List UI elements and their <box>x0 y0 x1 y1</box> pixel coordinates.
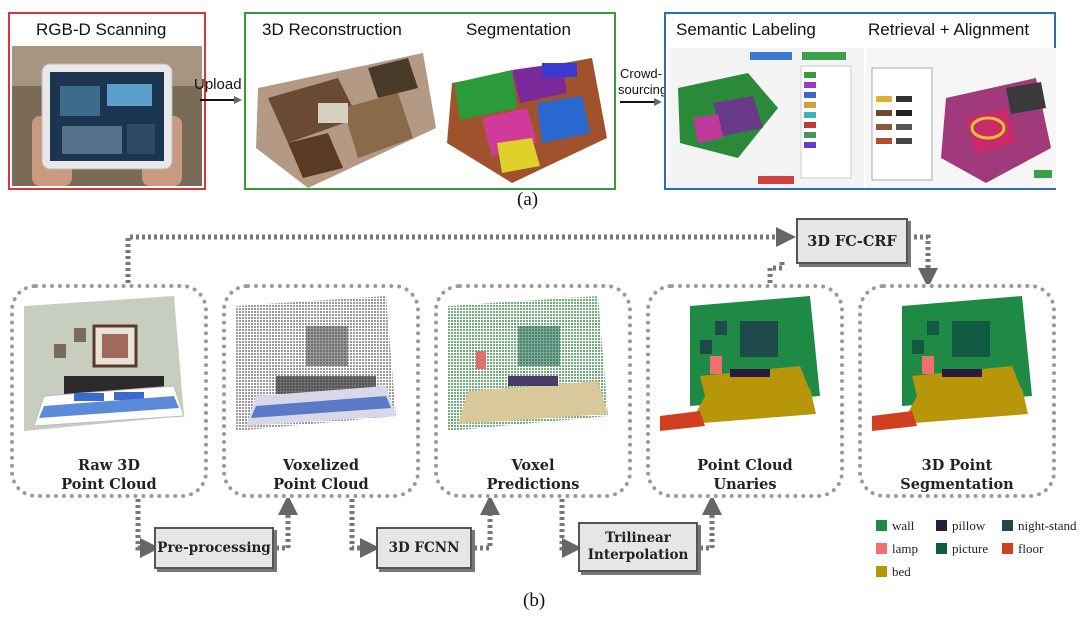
semantic-labeling-title: Semantic Labeling <box>676 20 816 39</box>
trilinear-label: Trilinear <box>605 530 671 546</box>
labeling-interface-image <box>668 48 864 188</box>
legend-swatch-picture <box>936 543 947 554</box>
fcnn-label: 3D FCNN <box>388 539 460 556</box>
fcnn-box: 3D FCNN <box>376 527 472 569</box>
segmentation-image <box>447 58 607 183</box>
legend-wall: wall <box>876 518 914 534</box>
legend-swatch-night-stand <box>1002 520 1013 531</box>
voxel-predictions-image <box>448 296 608 431</box>
point-segmentation-image <box>872 296 1032 431</box>
legend-pillow: pillow <box>936 518 985 534</box>
legend-floor: floor <box>1002 541 1043 557</box>
upload-label: Upload <box>194 76 242 93</box>
labeling-retrieval-panel: Semantic Labeling Retrieval + Alignment <box>664 12 1056 190</box>
crf-box: 3D FC-CRF <box>796 218 908 264</box>
legend-bed: bed <box>876 564 911 580</box>
legend-night-stand: night-stand <box>1002 518 1077 534</box>
caption-a: (a) <box>517 189 539 210</box>
retrieval-alignment-image <box>866 48 1056 188</box>
tablet-scanning-image <box>12 46 202 186</box>
segmentation-title: Segmentation <box>466 20 571 39</box>
legend-swatch-lamp <box>876 543 887 554</box>
point-cloud-unaries-image <box>660 296 820 431</box>
retrieval-alignment-title: Retrieval + Alignment <box>868 20 1030 39</box>
legend-picture: picture <box>936 541 988 557</box>
caption-b: (b) <box>523 590 546 611</box>
crowdsourcing-label-1: Crowd- <box>620 66 662 81</box>
crowdsourcing-label-2: sourcing <box>618 82 668 97</box>
3d-reconstruction-title: 3D Reconstruction <box>262 20 402 39</box>
legend-lamp: lamp <box>876 541 918 557</box>
preprocessing-box: Pre-processing <box>154 527 274 569</box>
rgbd-scanning-title: RGB-D Scanning <box>36 20 167 39</box>
reconstruction-image <box>256 53 436 188</box>
raw-point-cloud-image <box>24 296 185 431</box>
legend-swatch-bed <box>876 566 887 577</box>
interpolation-label: Interpolation <box>587 547 689 563</box>
trilinear-interpolation-box: Trilinear Interpolation <box>578 522 698 572</box>
crf-label: 3D FC-CRF <box>807 232 897 250</box>
reconstruction-segmentation-panel: 3D Reconstruction Segmentation <box>244 12 616 190</box>
preprocessing-label: Pre-processing <box>157 539 271 556</box>
legend-swatch-floor <box>1002 543 1013 554</box>
voxelized-point-cloud-image <box>236 296 396 431</box>
rgbd-scanning-panel: RGB-D Scanning <box>8 12 206 190</box>
legend-swatch-wall <box>876 520 887 531</box>
legend-swatch-pillow <box>936 520 947 531</box>
